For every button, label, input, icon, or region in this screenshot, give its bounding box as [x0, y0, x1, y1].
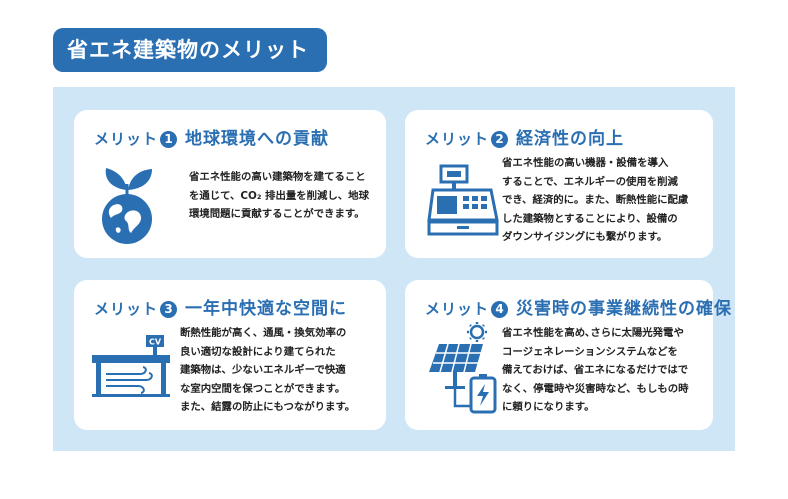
solar-battery-icon [429, 322, 497, 414]
merit-number-4: 4 [491, 301, 509, 318]
merit-number-2: 2 [491, 131, 509, 148]
body-line: また、結露の防止にもつながります。 [180, 401, 356, 413]
cv-label: CV [149, 338, 162, 347]
body-line: 環境問題に貢献することができます。 [189, 208, 365, 220]
body-line: 省エネ性能の高い機器・設備を導入 [502, 157, 669, 169]
building-ventilation-icon: CV [92, 335, 170, 397]
merit-body-3: 断熱性能が高く、通風・換気効率の 良い適切な設計により建てられた 建築物は、少な… [180, 324, 355, 417]
merit-label: メリット [425, 130, 490, 148]
globe-plant-icon [102, 168, 152, 244]
merit-body-2: 省エネ性能の高い機器・設備を導入 することで、エネルギーの使用を削減 でき、経済… [502, 154, 688, 247]
merit-number-3: 3 [160, 301, 178, 318]
body-line: な室内空間を保つことができます。 [180, 382, 346, 395]
body-line: 省エネ性能を高め､さらに太陽光発電や [502, 327, 684, 339]
merit-number-1: 1 [160, 131, 178, 148]
body-line: 断熱性能が高く、通風・換気効率の [180, 327, 347, 339]
merit-heading-4: 災害時の事業継続性の確保 [516, 299, 733, 319]
merit-label: メリット [94, 130, 159, 148]
body-line: 省エネ性能の高い建築物を建てること [189, 171, 366, 183]
body-line: 建築物は、少ないエネルギーで快適 [180, 364, 346, 376]
cash-register-icon [427, 164, 499, 236]
merit-heading-2: 経済性の向上 [516, 129, 625, 149]
body-line: を通じて、CO₂ 排出量を削減し、地球 [189, 189, 369, 202]
merit-body-4: 省エネ性能を高め､さらに太陽光発電や コージェネレーションシステムなどを 備えて… [502, 324, 689, 417]
body-line: した建築物とすることにより、設備の [502, 212, 678, 225]
body-line: コージェネレーションシステムなどを [502, 345, 678, 358]
body-line: でき、経済的に。また、断熱性能に配慮 [502, 194, 689, 206]
body-line: することで、エネルギーの使用を削減 [502, 175, 678, 188]
body-line: ダウンサイジングにも繋がります。 [502, 231, 668, 243]
merit-heading-1: 地球環境への貢献 [185, 129, 330, 149]
merit-label: メリット [425, 300, 490, 318]
body-line: 良い適切な設計により建てられた [180, 345, 336, 358]
merit-body-1: 省エネ性能の高い建築物を建てること を通じて、CO₂ 排出量を削減し、地球 環境… [189, 168, 369, 224]
body-line: 備えておけば、省エネになるだけではで [502, 364, 689, 376]
page-title: 省エネ建築物のメリット [53, 28, 327, 72]
merit-label: メリット [94, 300, 159, 318]
body-line: に頼りになります。 [502, 401, 595, 413]
merit-heading-3: 一年中快適な空間に [185, 299, 348, 319]
body-line: なく、停電時や災害時など、もしもの時 [502, 382, 689, 395]
